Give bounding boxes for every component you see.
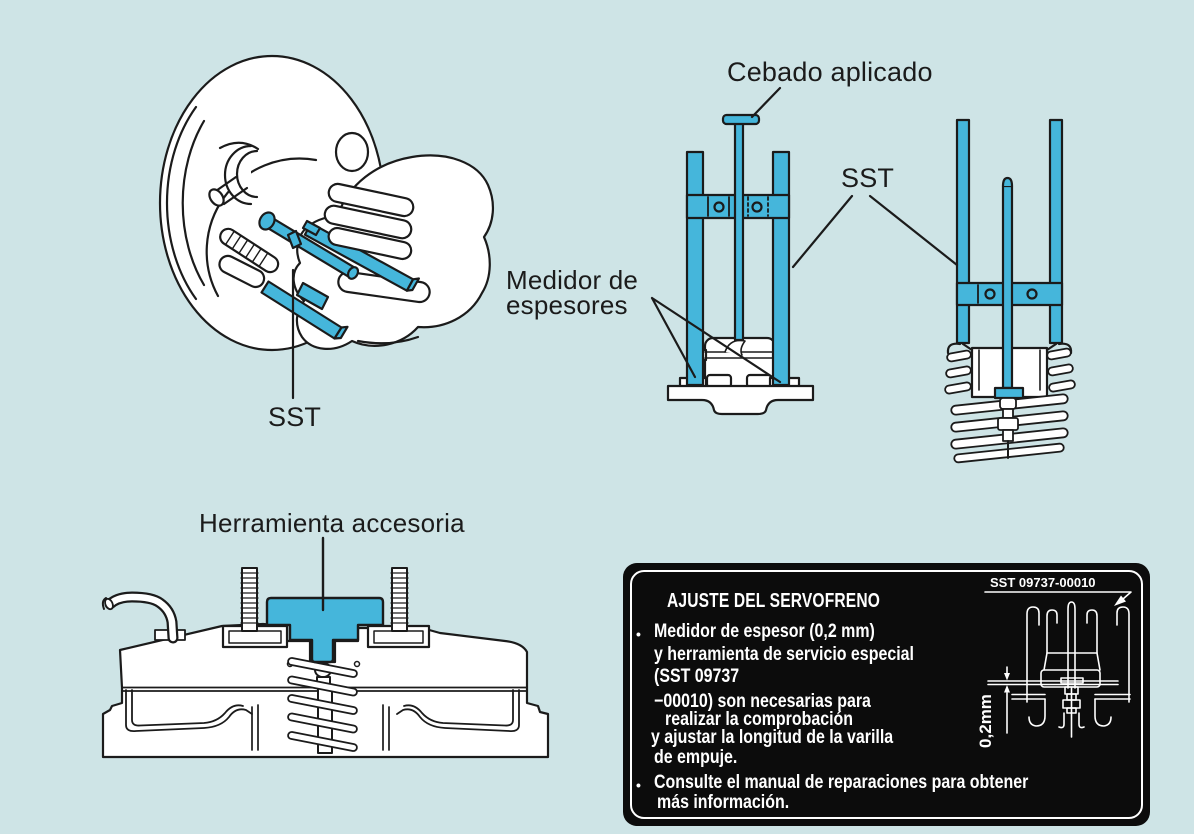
pointer-line-primer <box>750 86 782 119</box>
callout-sst-tools: SST <box>841 163 895 193</box>
vacuum-check-valve <box>208 141 260 207</box>
brake-booster-hand-illustration <box>158 54 494 400</box>
callout-sst-hand: SST <box>268 402 322 432</box>
plate-text-line: más información. <box>657 792 790 813</box>
return-spring <box>287 657 358 752</box>
shell-rim-left <box>946 342 962 355</box>
callout-feeler-line2: espesores <box>506 290 628 320</box>
plate-text-line: (SST 09737 <box>654 666 740 687</box>
sst-tools-illustration <box>650 86 1076 464</box>
plate-text-line: de empuje. <box>654 747 738 768</box>
bullet-icon: • <box>636 777 641 793</box>
mounting-stud-right <box>390 567 409 632</box>
sst-rod-collar <box>286 229 303 250</box>
pushrod-clevis <box>997 397 1019 459</box>
sst-post <box>685 150 705 387</box>
plate-text-line: y herramienta de servicio especial <box>654 644 914 665</box>
fingers <box>323 182 420 345</box>
plate-tool-diagram <box>984 591 1132 738</box>
master-cylinder-top <box>666 384 815 416</box>
bullet-icon: • <box>636 626 641 642</box>
plate-text-line: Consulte el manual de reparaciones para … <box>654 772 1029 793</box>
gauge-plate <box>993 386 1025 400</box>
part-number-underline-arrow <box>984 591 1132 600</box>
service-plate: SST 09737-00010 AJUSTE DEL SERVOFRENO • … <box>623 563 1150 826</box>
sst-post <box>771 150 791 387</box>
diaphragm-wings <box>125 689 520 751</box>
booster-hole <box>334 131 370 173</box>
booster-cross-section <box>101 536 550 759</box>
vacuum-hose <box>101 591 186 644</box>
callout-accessory-tool: Herramienta accesoria <box>199 508 465 538</box>
left-finger <box>218 254 266 289</box>
plate-title: AJUSTE DEL SERVOFRENO <box>667 589 880 612</box>
accessory-tool <box>265 596 385 664</box>
callout-feeler-line1: Medidor de <box>506 265 639 295</box>
callout-primer: Cebado aplicado <box>727 57 933 87</box>
plate-part-number: SST 09737-00010 <box>990 575 1096 590</box>
threaded-pushrod <box>219 227 280 274</box>
spring-upper-coils <box>944 347 1076 395</box>
plate-text-line: y ajustar la longitud de la varilla <box>651 727 894 748</box>
sst-post <box>1048 118 1064 345</box>
sst-fork-prong <box>301 219 322 237</box>
plate-text-line: realizar la comprobación <box>665 709 854 730</box>
sst-center-rod <box>733 116 745 342</box>
sst-front-view <box>666 113 815 416</box>
sst-side-view <box>944 118 1076 464</box>
plate-text-line: −00010) son necesarias para <box>654 691 871 712</box>
plate-text-line: Medidor de espesor (0,2 mm) <box>654 621 875 642</box>
sst-primer-handle <box>721 113 761 126</box>
pointer-lines-feeler <box>650 296 782 384</box>
sst-center-rod <box>1001 184 1014 390</box>
mounting-stud-left <box>240 567 259 632</box>
shell-rim-right <box>1057 342 1073 355</box>
callout-feeler-gauge: Medidor de espesores <box>506 265 639 320</box>
sst-bridge <box>295 281 330 311</box>
pointer-lines-sst <box>791 194 959 269</box>
sst-post <box>955 118 971 345</box>
